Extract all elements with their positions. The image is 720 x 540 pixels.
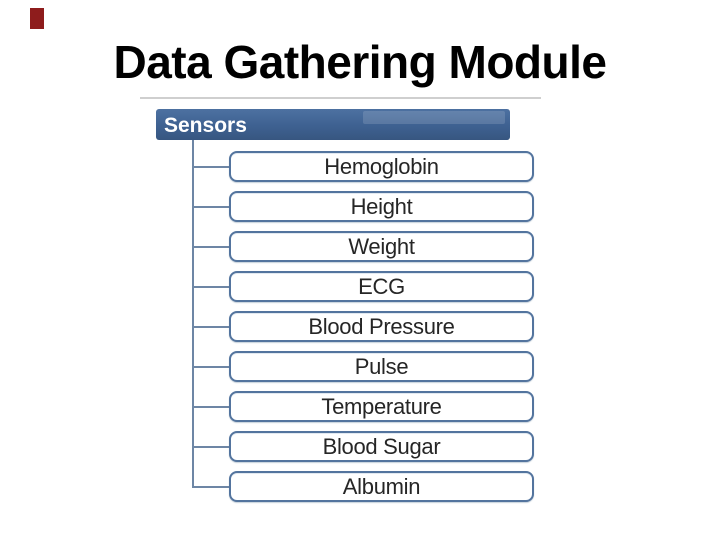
diagram-node-label: ECG [358, 273, 405, 299]
diagram-node-weight: Weight [229, 231, 534, 262]
diagram-node-hemoglobin: Hemoglobin [229, 151, 534, 182]
connector-branch-line [192, 206, 229, 208]
diagram-node-blood-pressure: Blood Pressure [229, 311, 534, 342]
connector-branch-line [192, 326, 229, 328]
root-bar-highlight [363, 111, 505, 124]
diagram-node-ecg: ECG [229, 271, 534, 302]
diagram-node-label: Height [350, 193, 413, 219]
connector-branch-line [192, 406, 229, 408]
diagram-node-temperature: Temperature [229, 391, 534, 422]
diagram-node-blood-sugar: Blood Sugar [229, 431, 534, 462]
diagram-node-label: Pulse [354, 353, 409, 379]
connector-branch-line [192, 286, 229, 288]
red-corner-mark [30, 8, 44, 29]
diagram-node-albumin: Albumin [229, 471, 534, 502]
connector-branch-line [192, 246, 229, 248]
diagram-node-label: Albumin [342, 473, 421, 499]
connector-branch-line [192, 486, 229, 488]
diagram-node-label: Hemoglobin [324, 153, 439, 179]
diagram-node-label: Weight [348, 233, 415, 259]
diagram-root-sensors: Sensors [156, 109, 510, 140]
connector-trunk-line [192, 140, 194, 488]
connector-branch-line [192, 366, 229, 368]
diagram-node-pulse: Pulse [229, 351, 534, 382]
diagram-node-label: Temperature [321, 393, 442, 419]
title-divider-line [140, 97, 541, 99]
connector-branch-line [192, 446, 229, 448]
diagram-node-height: Height [229, 191, 534, 222]
diagram-root-label: Sensors [164, 114, 247, 137]
diagram-node-label: Blood Pressure [308, 313, 455, 339]
diagram-node-label: Blood Sugar [322, 433, 441, 459]
slide-title: Data Gathering Module [113, 36, 607, 88]
connector-branch-line [192, 166, 229, 168]
